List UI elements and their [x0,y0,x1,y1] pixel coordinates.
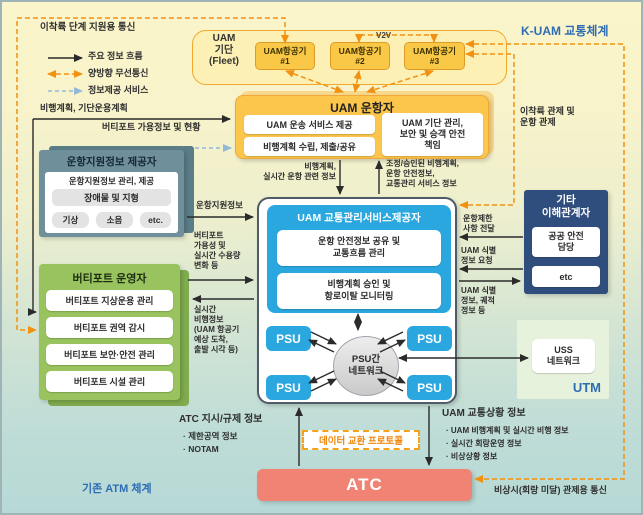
flow-flightplan-fleet-label: 비행계획, 기단운용계획 [40,103,128,113]
flow-vertiport-avail-label: 버티포트 가용정보 및 현황 [102,122,201,132]
tsp-approval-box: 비행계획 승인 및 항로이탈 모니터링 [277,273,441,309]
tsp-safety-box: 운항 안전정보 공유 및 교통흐름 관리 [277,230,441,266]
atc-info-title: ATC 지시/규제 정보 [179,414,263,425]
flow-takeoff-control-label: 이착륙 관제 및 운항 관제 [520,106,575,128]
uam-aircraft-3: UAM항공기 #3 [404,42,465,70]
aircraft-3-num: #3 [429,56,440,66]
flow-support-info-label: 운항지원정보 [196,200,243,210]
legend-main-flow-label: 주요 정보 흐름 [88,51,143,61]
takeoff-phase-comm-label: 이착륙 단계 지원용 통신 [40,22,136,33]
uam-operator-title: UAM 운항자 [330,101,394,115]
aircraft-2-num: #2 [355,56,365,66]
psu-box-top-left: PSU [266,326,311,351]
public-safety-box: 공공 안전 담당 [532,227,600,257]
etc-chip: etc. [140,212,171,228]
legacy-atm-label: 기존 ATM 체계 [82,483,152,495]
vertiport-row-area-monitoring: 버티포트 권역 감시 [46,317,173,338]
uam-traffic-title: UAM 교통상황 정보 [442,408,526,419]
atc-box: ATC [257,469,472,501]
traffic-bullet-emergency: 비상상황 정보 [446,452,497,462]
emergency-comm-label: 비상시(회랑 미달) 관제용 통신 [494,485,607,495]
data-exchange-protocol-box: 데이터 교환 프로토콜 [302,430,420,450]
fleet-label: UAM 기단 (Fleet) [198,33,250,68]
uam-operator-fleetmgmt-box: UAM 기단 관리, 보안 및 승객 안전 책임 [382,113,483,156]
utm-label: UTM [572,380,601,395]
flow-plan-realtime-label: 비행계획, 실시간 운항 관련 정보 [263,162,336,181]
support-provider-panel: 운항지원정보 관리, 제공 장애물 및 지형 기상 소음 etc. [45,172,178,233]
flow-vertiport-capacity-label: 버티포트 가용성 및 실시간 수용량 변화 등 [194,231,241,270]
uam-operator-service-box: UAM 운송 서비스 제공 [244,115,375,134]
aircraft-1-name: UAM항공기 [263,45,307,56]
fleet-label-line3: (Fleet) [209,56,239,67]
v2v-label: V2V [376,31,392,40]
psu-network-ellipse: PSU간 네트워크 [333,336,399,396]
uam-operator-flightplan-box: 비행계획 수립, 제출/공유 [244,137,375,156]
vertiport-operator-box: 버티포트 운영자 버티포트 지상운용 관리 버티포트 권역 감시 버티포트 보안… [39,264,180,400]
flow-id-info-label: UAM 식별 정보, 궤적 정보 등 [461,286,497,315]
fleet-label-line2: 기단 [214,44,234,56]
vertiport-row-ground-ops: 버티포트 지상운용 관리 [46,290,173,311]
support-provider-title: 운항지원정보 제공자 [66,156,157,168]
tsp-blue-box: UAM 교통관리서비스제공자 운항 안전정보 공유 및 교통흐름 관리 비행계획… [267,205,451,313]
flow-adjusted-plan-label: 조정/승인된 비행계획, 운항 안전정보, 교통관리 서비스 정보 [386,159,459,188]
aircraft-2-name: UAM항공기 [338,45,382,56]
legend-bidirectional-label: 양방향 무선통신 [88,68,149,78]
traffic-bullet-flightplan: UAM 비행계획 및 실시간 비행 정보 [446,426,569,436]
stakeholders-box: 기타 이해관계자 공공 안전 담당 etc [524,190,608,294]
support-provider-subtitle: 운항지원정보 관리, 제공 [68,176,155,186]
vertiport-row-security-safety: 버티포트 보안·안전 관리 [46,344,173,365]
tsp-container: UAM 교통관리서비스제공자 운항 안전정보 공유 및 교통흐름 관리 비행계획… [257,197,457,404]
legend-info-service-label: 정보제공 서비스 [88,85,149,95]
aircraft-1-num: #1 [280,56,290,66]
aircraft-3-name: UAM항공기 [413,45,456,56]
fleet-label-line1: UAM [212,33,236,44]
vertiport-row-facility: 버티포트 시설 관리 [46,371,173,392]
uam-aircraft-2: UAM항공기 #2 [330,42,390,70]
psu-box-bottom-left: PSU [266,375,311,400]
flow-realtime-flight-label: 실시간 비행정보 (UAM 항공기 예상 도착, 출발 시각 등) [194,305,240,354]
uss-network-box: USS 네트워크 [532,339,595,373]
weather-chip: 기상 [52,212,89,228]
support-provider-box: 운항지원정보 제공자 운항지원정보 관리, 제공 장애물 및 지형 기상 소음 … [39,150,184,237]
arrow-elbow-to-vertiport [28,119,37,316]
stakeholders-etc-box: etc [532,266,600,287]
stakeholders-title: 기타 이해관계자 [541,194,591,219]
flow-id-request-label: UAM 식별 정보 요청 [461,246,497,265]
utm-area: USS 네트워크 UTM [517,320,609,399]
psu-box-bottom-right: PSU [407,375,452,400]
vertiport-operator-title: 버티포트 운영자 [72,273,147,285]
noise-chip: 소음 [96,212,133,228]
psu-box-top-right: PSU [407,326,452,351]
kuam-system-label: K-UAM 교통체계 [521,24,609,38]
flow-op-restriction-label: 운항제한 사항 전달 [463,214,495,233]
uam-operator-box: UAM 운항자 UAM 운송 서비스 제공 비행계획 수립, 제출/공유 UAM… [235,95,489,159]
atc-bullet-restricted-airspace: 제한공역 정보 [183,431,237,442]
tsp-title: UAM 교통관리서비스제공자 [297,212,421,224]
atc-bullet-notam: NOTAM [183,444,219,455]
uam-aircraft-1: UAM항공기 #1 [255,42,315,70]
obstacle-terrain-chip: 장애물 및 지형 [52,189,171,206]
traffic-bullet-corridor: 실시간 회랑운영 정보 [446,439,522,449]
